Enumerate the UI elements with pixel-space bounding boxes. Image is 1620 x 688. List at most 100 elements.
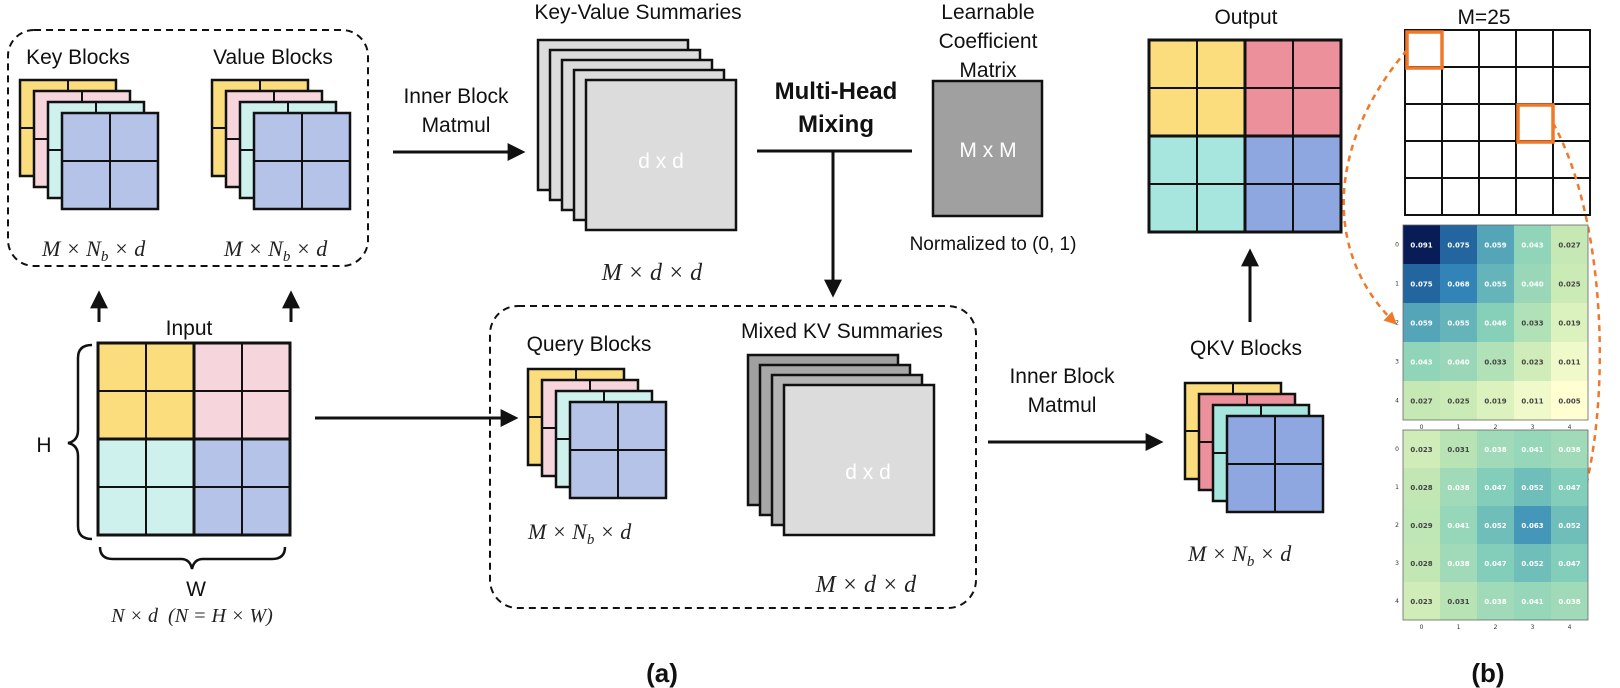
coef-label-l2: Coefficient xyxy=(939,30,1038,53)
heatmap-2-ytick: 2 xyxy=(1395,522,1399,529)
input-cell xyxy=(193,438,243,488)
m-grid-cell xyxy=(1478,103,1517,142)
heatmap-1-value: 0.033 xyxy=(1484,359,1506,367)
heatmap-2-frame xyxy=(1402,429,1589,621)
output-grid xyxy=(1147,38,1343,234)
heatmap-2-cell xyxy=(1551,430,1588,468)
heatmap-1-ytick: 2 xyxy=(1395,320,1399,327)
heatmap-2-xtick: 3 xyxy=(1531,624,1535,631)
output-cell xyxy=(1148,39,1198,89)
heatmap-1-cell xyxy=(1477,303,1514,342)
heatmap-2-value: 0.023 xyxy=(1410,446,1432,454)
heatmap-1-value: 0.023 xyxy=(1521,359,1543,367)
heatmap-1-cell xyxy=(1514,264,1551,303)
m-grid-cell xyxy=(1404,29,1443,68)
heatmap-1-value: 0.027 xyxy=(1410,398,1432,406)
mixed-kv-stack xyxy=(746,353,936,537)
m-grid-cell xyxy=(1478,66,1517,105)
panel-a-caption: (a) xyxy=(646,658,678,688)
output-label: Output xyxy=(1214,6,1277,29)
heatmap-2-value: 0.041 xyxy=(1521,598,1543,606)
heatmap-1-value: 0.055 xyxy=(1484,281,1506,289)
heatmap-1-value: 0.059 xyxy=(1410,320,1432,328)
h-label: H xyxy=(36,434,51,457)
m-grid-cell xyxy=(1478,140,1517,179)
m-grid-cell xyxy=(1552,140,1591,179)
multi-head-label-l1: Multi-Head xyxy=(775,78,898,105)
heatmap-2-value: 0.047 xyxy=(1558,560,1580,568)
heatmap-2-xtick: 4 xyxy=(1568,624,1572,631)
heatmap-2-value: 0.038 xyxy=(1447,560,1469,568)
qkv-blocks-stack xyxy=(1183,381,1325,514)
heatmap-1-ytick: 3 xyxy=(1395,359,1399,366)
output-cell xyxy=(1244,135,1294,185)
heatmap-1-value: 0.005 xyxy=(1558,398,1580,406)
qkv-blocks-dims: M × Nb × d xyxy=(1187,541,1292,570)
heatmap-2-cell xyxy=(1514,544,1551,582)
heatmap-1-value: 0.033 xyxy=(1521,320,1543,328)
query-mixed-group xyxy=(489,305,977,609)
input-cell xyxy=(241,438,291,488)
heatmap-1-xtick: 0 xyxy=(1420,424,1424,431)
heatmap-2-value: 0.052 xyxy=(1521,560,1543,568)
heatmap-1-xtick: 3 xyxy=(1531,424,1535,431)
heatmap-2-value: 0.038 xyxy=(1558,446,1580,454)
value-blocks-stack xyxy=(210,78,352,211)
heatmap-1-value: 0.043 xyxy=(1410,359,1432,367)
m-grid-cell xyxy=(1441,140,1480,179)
value-block-3 xyxy=(252,111,352,211)
m-grid-cell xyxy=(1404,66,1443,105)
input-cell xyxy=(193,486,243,536)
heatmap-2-value: 0.052 xyxy=(1558,522,1580,530)
heatmap-1-value: 0.019 xyxy=(1484,398,1506,406)
query-block-3 xyxy=(568,400,668,500)
kv-summaries-label: Key-Value Summaries xyxy=(534,1,741,24)
query-blocks-label: Query Blocks xyxy=(527,333,652,356)
heatmap-1-cell xyxy=(1440,342,1477,381)
input-cell xyxy=(97,486,147,536)
coef-inner-label: M x M xyxy=(959,139,1016,162)
kv-summary-card-4 xyxy=(584,78,738,232)
coef-label-l1: Learnable xyxy=(941,1,1034,24)
inner-matmul-1-label-l2: Matmul xyxy=(422,114,491,137)
heatmap-2-cell xyxy=(1403,544,1440,582)
m-grid-cell xyxy=(1515,29,1554,68)
heatmap-1-cell xyxy=(1514,225,1551,264)
heatmap-2-cell xyxy=(1403,506,1440,544)
heatmap-2-cell xyxy=(1440,468,1477,506)
heatmap-1-value: 0.011 xyxy=(1558,359,1580,367)
heatmap-2-cell xyxy=(1477,582,1514,620)
m-grid-cell xyxy=(1441,177,1480,216)
heatmap-1-value: 0.091 xyxy=(1410,242,1432,250)
heatmap-2-value: 0.041 xyxy=(1521,446,1543,454)
heatmap-2-value: 0.028 xyxy=(1410,484,1432,492)
input-cell xyxy=(241,342,291,392)
heatmap-2-cell xyxy=(1514,506,1551,544)
h-brace xyxy=(67,343,93,541)
heatmap-1-cell xyxy=(1551,381,1588,420)
heatmap-1-cell xyxy=(1403,381,1440,420)
heatmap-2-ytick: 0 xyxy=(1395,446,1399,453)
heatmap-2-cell xyxy=(1477,544,1514,582)
m25-label: M=25 xyxy=(1457,6,1510,29)
w-label: W xyxy=(186,578,206,601)
heatmap-1-cell xyxy=(1514,303,1551,342)
heatmap-2-cell xyxy=(1403,468,1440,506)
heatmap-1-cell xyxy=(1551,225,1588,264)
heatmap-1-cell xyxy=(1440,264,1477,303)
heatmap-2-cell xyxy=(1440,544,1477,582)
heatmap-2-cell xyxy=(1403,430,1440,468)
value-blocks-label: Value Blocks xyxy=(213,46,333,69)
heatmap-1-xtick: 1 xyxy=(1457,424,1461,431)
m-grid-cell xyxy=(1404,103,1443,142)
heatmap-1-value: 0.055 xyxy=(1447,320,1469,328)
output-cell xyxy=(1196,87,1246,137)
heatmap-2-xtick: 2 xyxy=(1494,624,1498,631)
heatmap-2-xtick: 0 xyxy=(1420,624,1424,631)
w-brace xyxy=(98,546,287,570)
heatmap-1-value: 0.025 xyxy=(1558,281,1580,289)
heatmap-2-cell xyxy=(1551,544,1588,582)
heatmap-1-cell xyxy=(1403,264,1440,303)
